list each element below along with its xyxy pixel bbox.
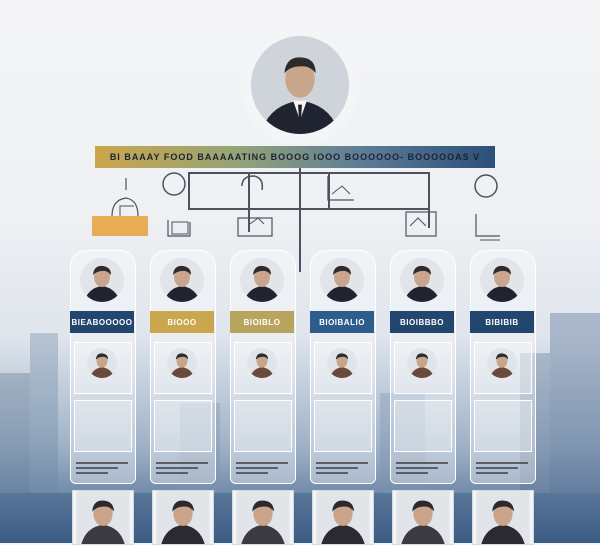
team-member-frame <box>154 400 212 452</box>
person-portrait-icon <box>487 348 517 378</box>
department-label: BIOOO <box>150 311 214 333</box>
connector-mid-right-drop <box>328 172 330 208</box>
person-portrait-icon <box>480 258 524 302</box>
person-portrait-icon <box>240 258 284 302</box>
info-line <box>156 467 198 469</box>
team-member-frame <box>314 400 372 452</box>
department-head-avatar <box>320 258 364 302</box>
wireframe-figure-icon <box>92 178 148 236</box>
info-line <box>236 462 288 464</box>
person-portrait-icon <box>247 348 277 378</box>
department-label: BIEABOOOOO <box>70 311 134 333</box>
connector-upper-horizontal <box>188 172 428 174</box>
team-member-avatar <box>407 348 437 378</box>
department-head-avatar <box>160 258 204 302</box>
info-line <box>476 467 518 469</box>
wireframe-figure-icon <box>327 176 354 201</box>
info-line <box>396 472 428 474</box>
team-member-avatar <box>87 348 117 378</box>
info-line <box>396 467 438 469</box>
person-portrait-icon <box>316 491 370 544</box>
team-member-frame <box>474 400 532 452</box>
connector-left-drop <box>188 172 190 208</box>
department-label: BIBIBIB <box>470 311 534 333</box>
info-line <box>316 462 368 464</box>
team-member-avatar <box>167 348 197 378</box>
department-label: BIOIBBBO <box>390 311 454 333</box>
department-label: BIOIBALIO <box>310 311 374 333</box>
person-portrait-icon <box>80 258 124 302</box>
person-portrait-icon <box>160 258 204 302</box>
department-head-avatar <box>80 258 124 302</box>
org-chart-title-banner: BI BAAAY FOOD BAAAAATING BOOOG IOOO BOOO… <box>95 146 495 168</box>
staff-photo[interactable] <box>312 490 374 545</box>
info-line <box>316 472 348 474</box>
info-line <box>236 472 268 474</box>
info-line <box>396 462 448 464</box>
ceo-avatar <box>251 36 349 134</box>
info-line <box>476 462 528 464</box>
team-member-avatar <box>487 348 517 378</box>
team-member-avatar <box>247 348 277 378</box>
connector-mid-left-drop <box>248 172 250 232</box>
person-portrait-icon <box>76 491 130 544</box>
wireframe-figure-icon <box>405 211 437 237</box>
team-member-frame <box>234 400 292 452</box>
person-portrait-icon <box>167 348 197 378</box>
connector-right-drop <box>428 172 430 228</box>
info-line <box>76 472 108 474</box>
staff-photo[interactable] <box>72 490 134 545</box>
info-line <box>156 462 208 464</box>
info-line <box>236 467 278 469</box>
person-portrait-icon <box>320 258 364 302</box>
department-head-avatar <box>400 258 444 302</box>
person-portrait-icon <box>156 491 210 544</box>
banner-text: BI BAAAY FOOD BAAAAATING BOOOG IOOO BOOO… <box>109 152 481 162</box>
connector-horizontal <box>188 208 428 210</box>
staff-photo[interactable] <box>152 490 214 545</box>
department-label: BIOIBLO <box>230 311 294 333</box>
info-line <box>156 472 188 474</box>
person-portrait-icon <box>407 348 437 378</box>
team-member-avatar <box>327 348 357 378</box>
person-portrait-icon <box>476 491 530 544</box>
department-head-avatar <box>480 258 524 302</box>
person-portrait-icon <box>400 258 444 302</box>
team-member-frame <box>74 400 132 452</box>
department-head-avatar <box>240 258 284 302</box>
connector-ceo-vertical <box>299 168 301 272</box>
wireframe-figure-icon <box>162 172 191 237</box>
staff-photo[interactable] <box>232 490 294 545</box>
info-line <box>476 472 508 474</box>
info-line <box>316 467 358 469</box>
person-portrait-icon <box>327 348 357 378</box>
staff-photo[interactable] <box>392 490 454 545</box>
person-portrait-icon <box>251 36 349 134</box>
team-member-frame <box>394 400 452 452</box>
person-portrait-icon <box>396 491 450 544</box>
person-portrait-icon <box>236 491 290 544</box>
person-portrait-icon <box>87 348 117 378</box>
wireframe-figure-icon <box>237 175 273 237</box>
info-line <box>76 467 118 469</box>
wireframe-figure-icon <box>474 174 500 241</box>
staff-photo[interactable] <box>472 490 534 545</box>
info-line <box>76 462 128 464</box>
